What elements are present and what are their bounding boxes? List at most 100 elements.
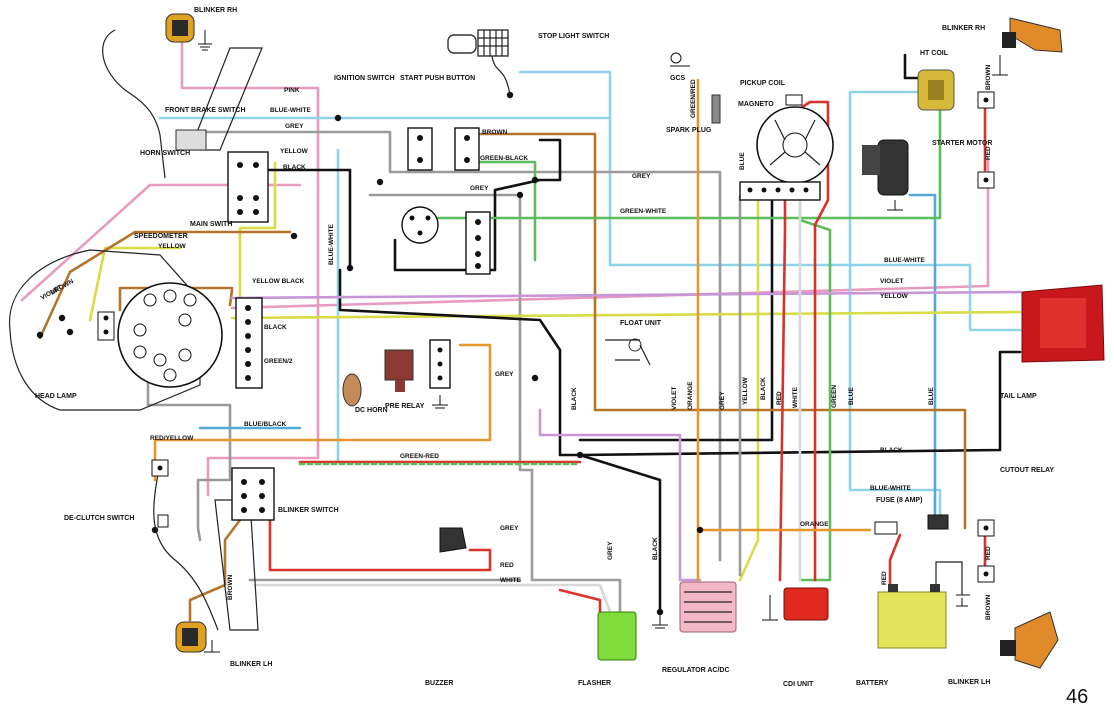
magneto-label: MAGNETO [738, 101, 774, 108]
battery-label: BATTERY [856, 680, 889, 687]
wl-black-2: BLACK [264, 324, 287, 331]
magneto: PICKUP COIL MAGNETO [738, 80, 834, 201]
wl-green-v: GREEN [831, 385, 838, 408]
wire-brown-3 [118, 286, 234, 312]
wl-black: BLACK [283, 164, 306, 171]
wl-blue-v: BLUE [848, 387, 855, 405]
ignition-switch-label: IGNITION SWITCH [334, 75, 395, 82]
wire-black-2 [338, 268, 1022, 457]
wire-green-white [428, 108, 942, 220]
wire-yellow-2 [88, 246, 182, 322]
head-lamp-label: HEAD LAMP [35, 393, 77, 400]
wl-blue-white-v: BLUE-WHITE [328, 224, 335, 265]
wl-black-3: BLACK [880, 447, 903, 454]
blinker-switch-label: BLINKER SWITCH [278, 507, 339, 514]
wl-red-yellow: RED/YELLOW [150, 435, 194, 442]
gcs: GCS [670, 52, 690, 82]
wl-blue-white: BLUE-WHITE [270, 107, 311, 114]
wire-orange [153, 343, 492, 482]
wl-green-black: GREEN-BLACK [480, 155, 528, 162]
wire-yellow [238, 161, 277, 302]
wire-red-5 [888, 533, 902, 590]
wl-green2: GREEN/2 [264, 358, 293, 365]
wire-red [268, 493, 492, 572]
blinker-lh-left-label: BLINKER LH [230, 661, 272, 668]
wire-brown [38, 230, 292, 340]
wl-brown: BROWN [482, 129, 508, 136]
speedometer: SPEEDOMETER [117, 233, 223, 388]
wire-grey-2 [146, 343, 232, 542]
wl-green-red: GREEN-RED [400, 453, 439, 460]
wl-grey-v3: GREY [607, 541, 614, 560]
de-clutch-switch: DE-CLUTCH SWITCH [64, 459, 169, 528]
regulator-label: REGULATOR AC/DC [662, 667, 730, 674]
blinker-rh-top-label: BLINKER RH [194, 7, 237, 14]
wl-grey-top: GREY [470, 185, 489, 192]
battery: BATTERY [856, 561, 970, 687]
blinker-rh-top: BLINKER RH [165, 7, 237, 51]
wl-red-v: RED [776, 391, 783, 405]
wire-brown-4 [188, 518, 242, 622]
wire-blue-white-4 [848, 90, 942, 522]
wire-grey [188, 130, 722, 562]
wl-yellow-black: YELLOW BLACK [252, 278, 305, 285]
wire-blue-top [908, 193, 937, 522]
blinker-rh-right: BLINKER RH [942, 17, 1063, 189]
gcs-label: GCS [670, 75, 686, 82]
wl-grey-v: GREY [719, 391, 726, 410]
regulator: REGULATOR AC/DC [662, 581, 737, 674]
blinker-switch: BLINKER SWITCH [231, 467, 339, 521]
de-clutch-switch-label: DE-CLUTCH SWITCH [64, 515, 134, 522]
wl-blue-white-2: BLUE-WHITE [884, 257, 925, 264]
ht-coil-label: HT COIL [920, 50, 949, 57]
flasher-label: FLASHER [578, 680, 611, 687]
dc-horn-label: DC HORN [355, 407, 388, 414]
wire-black-5 [578, 194, 774, 442]
starter-motor: STARTER MOTOR [862, 139, 992, 211]
spark-plug: SPARK PLUG [666, 94, 721, 134]
ground-symbols [652, 598, 968, 629]
front-brake-switch: FRONT BRAKE SWITCH HORN SWITCH [140, 107, 246, 157]
connector-block [235, 297, 263, 389]
wl-blue-black: BLUE/BLACK [244, 421, 287, 428]
wl-black-v2: BLACK [760, 377, 767, 400]
wl-yellow-3: YELLOW [880, 293, 909, 300]
front-brake-switch-label: FRONT BRAKE SWITCH [165, 107, 246, 114]
wire-labels: PINK BLUE-WHITE GREY YELLOW BLACK BROWN … [40, 64, 993, 620]
wl-blue-white-3: BLUE-WHITE [870, 485, 911, 492]
page-number: 46 [1066, 686, 1088, 708]
main-switch-label: MAIN SWITH [190, 221, 232, 228]
wl-orange: ORANGE [800, 521, 829, 528]
blinker-lh-right: BLINKER LH [948, 519, 1059, 686]
wl-white-v: WHITE [792, 386, 799, 408]
ignition-switch: IGNITION SWITCH [334, 75, 491, 275]
wire-yellow-3 [230, 310, 1022, 320]
main-switch: MAIN SWITH [190, 151, 269, 228]
wl-blue-top: BLUE [739, 152, 746, 170]
pre-relay-label: PRE RELAY [385, 403, 425, 410]
wire-red-3 [778, 194, 787, 582]
speedometer-label: SPEEDOMETER [134, 233, 188, 240]
wl-grey-2: GREY [632, 173, 651, 180]
wl-yellow: YELLOW [280, 148, 309, 155]
wire-black-4 [393, 138, 562, 272]
wl-red-r2: RED [985, 546, 992, 560]
dc-horn: DC HORN [342, 373, 388, 414]
wl-grey-3: GREY [495, 371, 514, 378]
blinker-rh-right-label: BLINKER RH [942, 25, 985, 32]
wl-pink: PINK [284, 87, 300, 94]
tail-lamp-label: TAIL LAMP [1000, 393, 1037, 400]
wl-brown-r2: BROWN [985, 594, 992, 620]
horn-switch-label: HORN SWITCH [140, 150, 190, 157]
wl-green-white: GREEN-WHITE [620, 208, 667, 215]
fuse-label: FUSE (8 AMP) [876, 497, 922, 504]
starter-motor-label: STARTER MOTOR [932, 140, 992, 147]
pickup-coil-label: PICKUP COIL [740, 80, 786, 87]
wl-red-batt: RED [881, 571, 888, 585]
wl-black-v: BLACK [571, 387, 578, 410]
wire-violet [230, 290, 1022, 300]
wire-blue-white-3 [608, 116, 1022, 332]
buzzer-label: BUZZER [425, 680, 453, 687]
blinker-lh-left: BLINKER LH [175, 621, 272, 668]
wire-black-3 [578, 453, 662, 614]
